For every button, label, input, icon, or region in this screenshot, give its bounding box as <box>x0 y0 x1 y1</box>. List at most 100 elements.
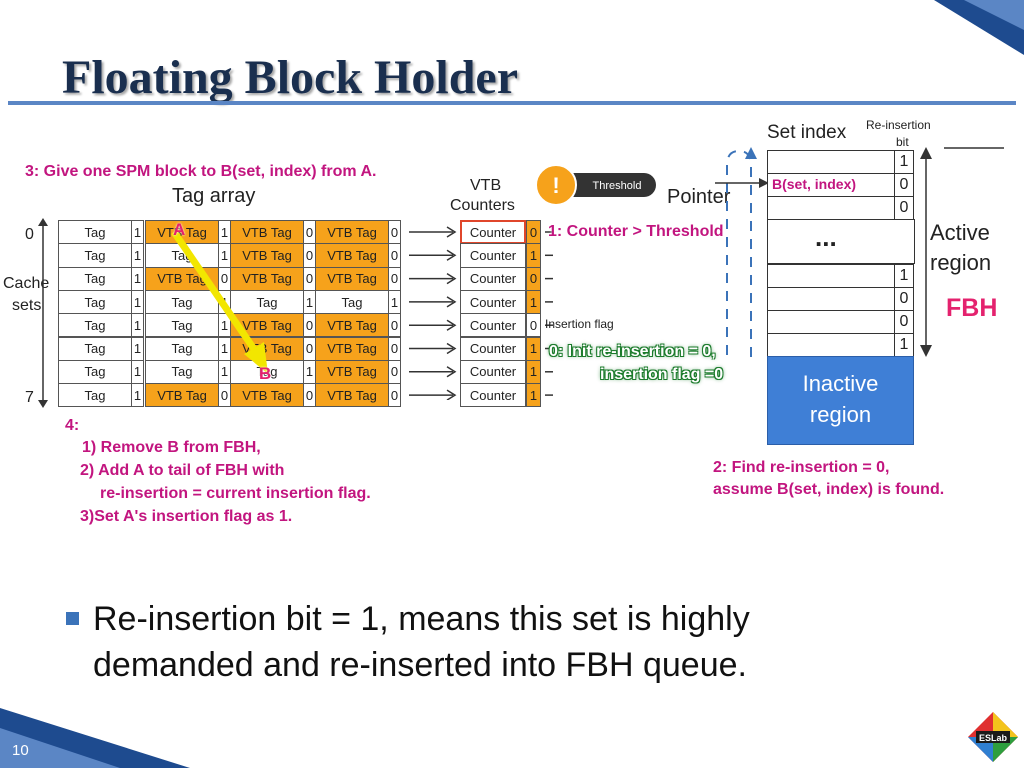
vtb-counter: Counter <box>460 220 526 245</box>
title-underline <box>8 101 1016 105</box>
tag-cell: Tag <box>58 220 132 245</box>
counter-out-arrows <box>545 231 553 396</box>
tag-cell: VTB Tag <box>145 220 219 245</box>
counters-label: Counters <box>450 197 515 214</box>
reinsertion-bit-label-2: bit <box>896 135 909 149</box>
step0-annotation-1: 0: Init re-insertion = 0, <box>549 343 716 360</box>
fbh-entry-b: B(set, index) <box>772 176 857 192</box>
row-index-first: 0 <box>25 226 34 243</box>
threshold-label: Threshold <box>593 180 642 192</box>
reinsertion-bit-label: Re-insertion <box>866 118 931 132</box>
row-arrow-head <box>446 272 457 285</box>
tag-cell: Tag <box>58 289 132 315</box>
tag-valid-bit: 1 <box>131 383 144 408</box>
marker-a: A <box>173 220 186 239</box>
tag-valid-bit: 0 <box>388 359 401 385</box>
fbh-label: FBH <box>946 294 998 322</box>
fbh-entry <box>767 150 895 174</box>
bullet-line-2: demanded and re-inserted into FBH queue. <box>93 646 747 684</box>
step2-annotation-1: 2: Find re-insertion = 0, <box>713 459 890 476</box>
warning-icon: ! <box>552 173 559 198</box>
threshold-badge: ! Threshold <box>535 164 656 206</box>
vtb-counter: Counter <box>460 359 526 385</box>
tag-cell: Tag <box>58 336 132 361</box>
slide-title: Floating Block Holder <box>62 51 518 104</box>
step4-item-2b: re-insertion = current insertion flag. <box>100 485 371 502</box>
fbh-entry <box>767 264 895 288</box>
tag-cell: Tag <box>145 336 219 361</box>
vtb-counter: Counter <box>460 313 526 338</box>
tag-valid-bit: 0 <box>388 243 401 268</box>
tag-cell: Tag <box>58 313 132 338</box>
vtb-counter: Counter <box>460 289 526 315</box>
tag-cell: VTB Tag <box>315 383 389 408</box>
tag-cell: VTB Tag <box>230 336 304 361</box>
vtb-counter: Counter <box>460 383 526 408</box>
tag-cell: Tag <box>58 383 132 408</box>
set-index-label: Set index <box>767 122 847 143</box>
fbh-ellipsis: ... <box>815 222 837 252</box>
bullet-line-1: Re-insertion bit = 1, means this set is … <box>93 600 750 638</box>
active-region-label: Active <box>930 220 990 245</box>
row-arrow-head <box>446 249 457 261</box>
step0-annotation-2: insertion flag =0 <box>600 366 724 383</box>
reinsertion-bit: 1 <box>894 264 914 288</box>
tag-valid-bit: 0 <box>388 313 401 338</box>
tag-valid-bit: 0 <box>388 266 401 291</box>
cache-sets-arrow <box>38 218 48 408</box>
corner-decoration-bottom-left <box>0 708 190 768</box>
tag-valid-bit: 0 <box>388 336 401 361</box>
step3-annotation: 3: Give one SPM block to B(set, index) f… <box>25 163 377 180</box>
tag-cell: VTB Tag <box>315 220 389 245</box>
corner-decoration-top-right <box>934 0 1024 55</box>
row-arrow-head <box>446 366 457 378</box>
tag-valid-bit: 1 <box>131 243 144 268</box>
tag-cell: VTB Tag <box>230 220 304 245</box>
tag-valid-bit: 1 <box>131 289 144 315</box>
fbh-entry <box>767 310 895 334</box>
tag-cell: VTB Tag <box>315 243 389 268</box>
tag-valid-bit: 1 <box>131 336 144 361</box>
insertion-flag-bit: 0 <box>526 266 541 291</box>
fbh-entry <box>767 196 895 220</box>
step4-item-3: 3)Set A's insertion flag as 1. <box>80 508 293 525</box>
row-arrow-head <box>446 342 457 355</box>
inactive-region-block: Inactive region <box>767 356 914 445</box>
row-to-counter-arrows <box>409 226 457 400</box>
tag-valid-bit: 1 <box>131 313 144 338</box>
tag-cell: Tag <box>58 266 132 291</box>
vtb-counter: Counter <box>460 336 526 361</box>
inactive-region-label-2: region <box>809 402 872 427</box>
tag-cell: Tag <box>58 243 132 268</box>
reinsertion-bit: 1 <box>894 333 914 357</box>
tag-valid-bit: 1 <box>131 220 144 245</box>
step4-item-1: 1) Remove B from FBH, <box>82 439 261 456</box>
tag-valid-bit: 1 <box>388 289 401 315</box>
pointer-label: Pointer <box>667 186 731 208</box>
tag-cell: VTB Tag <box>230 313 304 338</box>
row-arrow-head <box>446 296 457 308</box>
eslab-logo: ESLab <box>968 712 1018 762</box>
tag-valid-bit: 1 <box>131 359 144 385</box>
inactive-region-label: Inactive <box>802 371 879 396</box>
vtb-counter: Counter <box>460 266 526 291</box>
tag-valid-bit: 0 <box>388 383 401 408</box>
insertion-flag-bit: 0 <box>526 313 541 338</box>
insertion-flag-bit: 1 <box>526 383 541 408</box>
row-index-last: 7 <box>25 389 34 406</box>
tag-array-label: Tag array <box>172 185 256 207</box>
insertion-flag-label: Insertion flag <box>545 317 614 331</box>
tag-cell: VTB Tag <box>315 313 389 338</box>
tag-valid-bit: 0 <box>303 383 316 408</box>
row-arrow-head <box>446 389 457 400</box>
reinsertion-bit: 1 <box>894 150 914 174</box>
tag-cell: VTB Tag <box>315 266 389 291</box>
insertion-flag-bit: 1 <box>526 359 541 385</box>
tag-cell: VTB Tag <box>230 266 304 291</box>
row-arrow-head <box>446 319 457 331</box>
fbh-entry <box>767 333 895 357</box>
reinsertion-bit: 0 <box>894 173 914 197</box>
tag-cell: Tag <box>315 289 389 315</box>
tag-cell: VTB Tag <box>315 336 389 361</box>
bullet-text: Re-insertion bit = 1, means this set is … <box>93 596 893 688</box>
